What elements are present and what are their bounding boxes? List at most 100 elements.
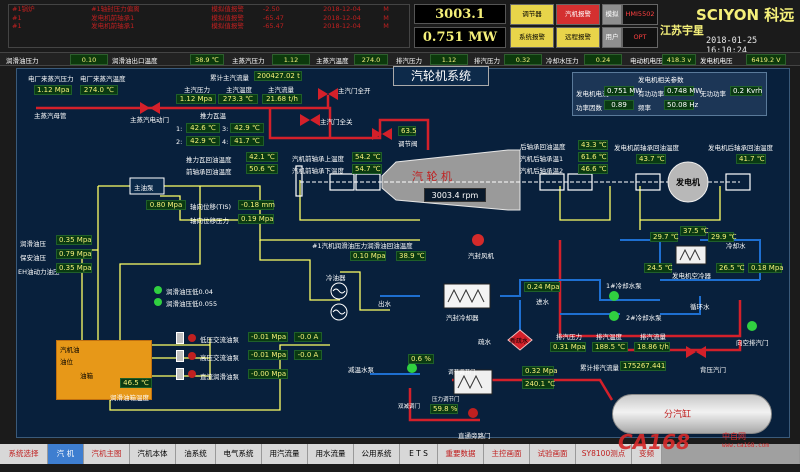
nav-main-control[interactable]: 主控画面	[484, 444, 530, 464]
inlet-temp-label: 电厂来蒸汽温度	[80, 75, 126, 83]
system-alarm-button[interactable]: 系统报警	[510, 27, 554, 48]
thrust-return-label: 推力瓦回油温度	[186, 156, 232, 164]
status-label: 电动机电压	[630, 57, 663, 65]
exhaust-total-value: 175267.441	[620, 361, 666, 371]
main-pressure-value: 1.12 Mpa	[176, 94, 216, 104]
cooler-temp-value: 38.9 ℃	[396, 251, 426, 261]
gen-temp-value: 37.5 ℃	[680, 226, 709, 236]
gen-param-label: 无功功率	[700, 90, 726, 98]
nav-vfd[interactable]: 变频	[632, 444, 662, 464]
main-oil-pump-label[interactable]: 主油泵	[134, 184, 154, 192]
gen-param-value: 0.748 MW	[664, 86, 702, 96]
nav-test[interactable]: 试验画面	[530, 444, 576, 464]
nav-electrical[interactable]: 电气系统	[216, 444, 262, 464]
watermark-url: www.ca168.com	[722, 442, 769, 449]
pump-current-value: -0.0 A	[294, 350, 322, 360]
lub-press-value: 0.35 Mpa	[56, 235, 92, 245]
pump-switch-icon[interactable]	[176, 350, 184, 362]
nav-turbine[interactable]: 汽 机	[48, 444, 84, 464]
alarm-status: 模拟值报警	[211, 13, 244, 22]
gen-param-label: 有功功率	[638, 90, 664, 98]
status-value: 418.3 v	[662, 54, 696, 65]
main-flow-value: 21.68 t/h	[262, 94, 302, 104]
nav-common-system[interactable]: 公用系统	[354, 444, 400, 464]
nav-turbine-body[interactable]: 汽机本体	[130, 444, 176, 464]
axial-label: 轴向位移(TIS)	[190, 203, 232, 211]
mode-label: 模拟	[602, 4, 622, 25]
alarm-text: 发电机前轴承1	[91, 13, 135, 22]
nav-system-select[interactable]: 系统选择	[0, 444, 48, 464]
nav-key-data[interactable]: 重要数据	[438, 444, 484, 464]
exhaust-press-label: 排汽压力	[556, 333, 582, 341]
bypass-valve-icon[interactable]	[468, 408, 478, 418]
alarm-date: 2018-12-04	[323, 13, 361, 22]
lub-press-label: 润滑油压	[20, 240, 46, 248]
status-label: 发电机电压	[700, 57, 733, 65]
generator-icon	[667, 161, 709, 203]
bypass-valve-label: 直通旁路门	[458, 432, 491, 440]
cooling-pressure-value: 0.24 Mpa	[524, 282, 560, 292]
pump-label: 直流润滑油泵	[200, 373, 239, 381]
status-label: 排汽压力	[396, 57, 422, 65]
watermark-logo: CA168	[618, 430, 690, 454]
turbine-alarm-button[interactable]: 汽机报警	[556, 4, 600, 25]
seal-cooler-label: 汽封冷却器	[446, 314, 479, 322]
remote-alarm-button[interactable]: 远程报警	[556, 27, 600, 48]
steam-valve-icons	[140, 88, 706, 358]
valve-pct-value: 59.8 %	[430, 404, 458, 414]
nav-steam-flow[interactable]: 用汽流量	[262, 444, 308, 464]
nav-sy8100[interactable]: SY8100测点	[576, 444, 632, 464]
gen-rear-return-value: 41.7 ℃	[736, 154, 766, 164]
pump-stop-icon	[188, 352, 196, 360]
tank-label: 汽机油	[60, 346, 80, 354]
thrust-pad-value: 42.9 ℃	[230, 123, 264, 133]
nav-ets[interactable]: E T S	[400, 444, 438, 464]
alarm-date: 2018-12-04	[323, 22, 361, 31]
clock: 2018-01-25 16:10:24	[706, 36, 758, 56]
main-flow-label: 主汽流量	[268, 86, 294, 94]
nav-turbine-main[interactable]: 汽机主图	[84, 444, 130, 464]
eh-press-label: EH油动力油压	[18, 268, 60, 276]
vent-valve-label: 向空排汽门	[736, 339, 769, 347]
drain-trap	[507, 329, 533, 351]
alarm-unit: M	[383, 13, 389, 22]
gen-air-temp-value: 24.5 ℃	[644, 263, 673, 273]
cool-pump1-label: 1#冷却水泵	[606, 282, 642, 290]
exhaust-press-value: 0.31 Mpa	[550, 342, 586, 352]
status-value: 38.9 ℃	[190, 54, 224, 65]
front-bearing-up-label: 汽机前轴承上温度	[292, 155, 344, 163]
status-label: 主蒸汽温度	[316, 57, 349, 65]
alarm-value: -65.47	[262, 13, 284, 22]
outlet-water-label: 出水	[378, 300, 391, 308]
pump-switch-icon[interactable]	[176, 332, 184, 344]
front-return-label: 前轴承回油温度	[186, 168, 232, 176]
tune-button[interactable]: 调节器	[510, 4, 554, 25]
axial2-value: 0.19 Mpa	[238, 214, 274, 224]
nav-oil-system[interactable]: 油系统	[176, 444, 216, 464]
user-value: OPT	[622, 27, 658, 48]
alarm-value: -2.50	[262, 5, 280, 13]
cooler-return-label: #1汽机润滑油压力润滑油回油温度	[312, 242, 413, 250]
circ-water-label: 循环水	[690, 303, 710, 311]
header-drum-label: 分汽缸	[664, 410, 692, 420]
eh-press-value: 0.35 Mpa	[56, 263, 92, 273]
inlet-pressure-value: 1.12 Mpa	[34, 85, 72, 95]
mode-value: HMI5502	[622, 4, 658, 25]
generator-panel-title: 发电机相关参数	[638, 76, 684, 84]
gen-cold-press-value: 0.18 Mpa	[748, 263, 784, 273]
pump-switch-icon[interactable]	[176, 368, 184, 380]
alarm-index: #1	[12, 22, 22, 31]
reg-valve-label: 调节调节门	[448, 370, 476, 376]
nav-water-flow[interactable]: 用水流量	[308, 444, 354, 464]
pump-status-icons	[154, 234, 757, 373]
inlet-pressure-label: 电厂来蒸汽压力	[28, 75, 74, 83]
rear-return-value: 43.3 ℃	[578, 140, 608, 150]
rear-bearing1-label: 汽机后轴承温1	[520, 155, 564, 163]
exhaust-total-label: 累计排汽流量	[580, 364, 619, 372]
alarm-date: 2018-12-04	[323, 5, 361, 13]
tank-label: 油位	[60, 358, 73, 366]
